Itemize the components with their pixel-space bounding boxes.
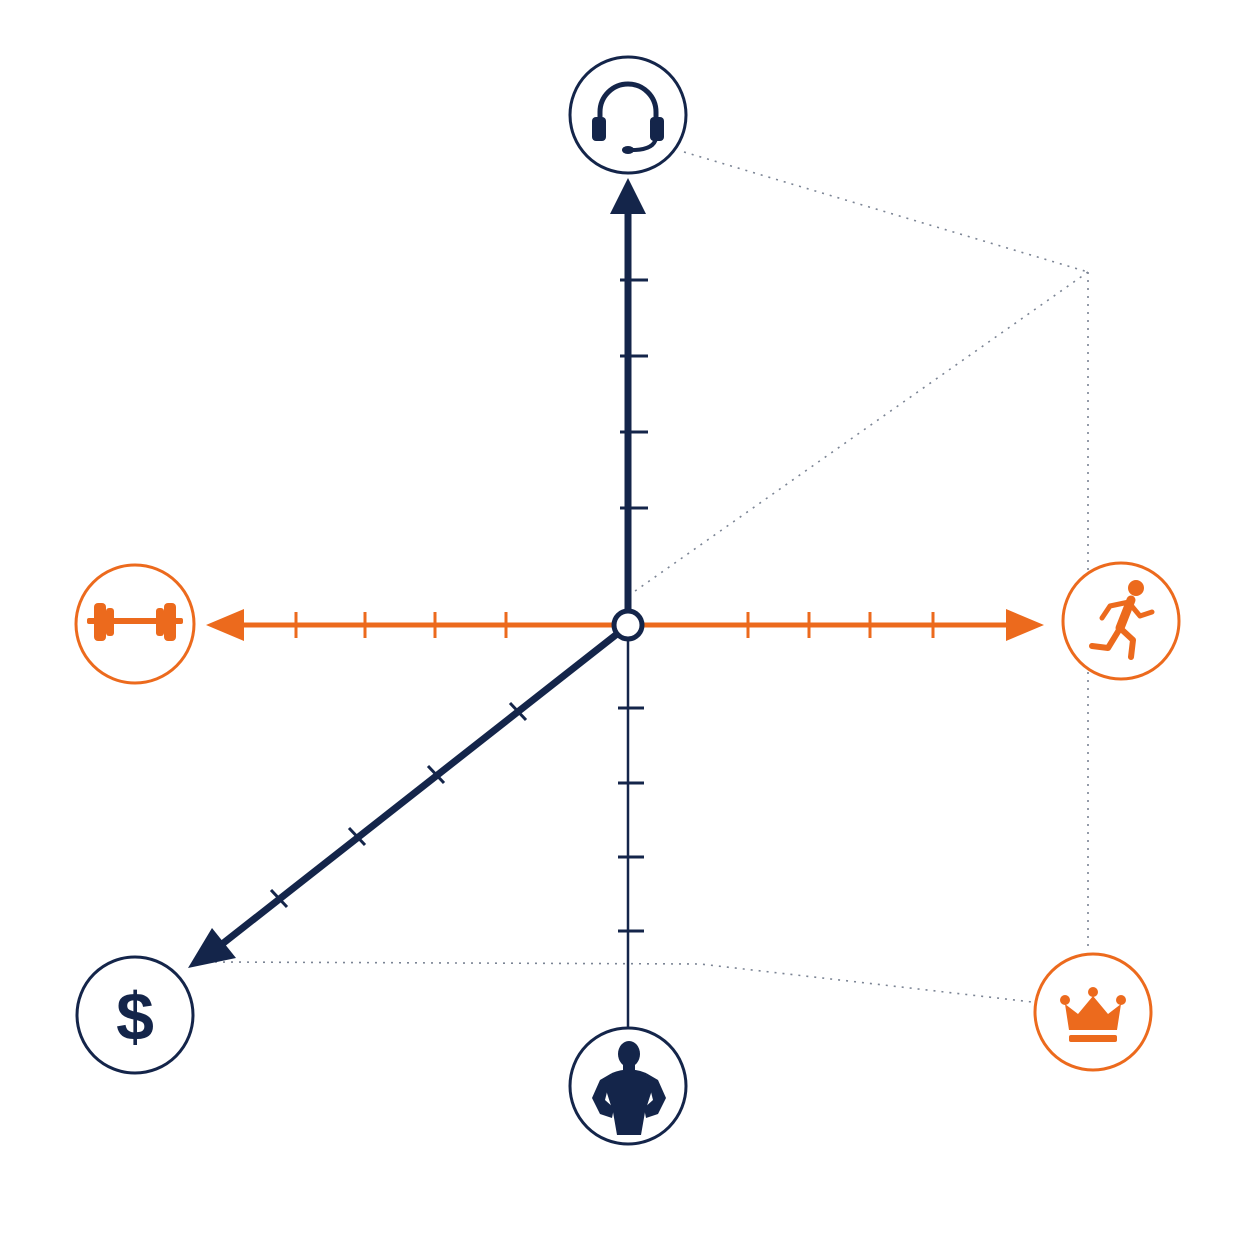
crown-node (1033, 952, 1153, 1072)
dumbbell-icon (87, 603, 183, 641)
tick (426, 764, 446, 785)
headset-icon (592, 81, 664, 154)
connector-headset-to-corner (683, 151, 1089, 273)
node-ring (568, 55, 688, 175)
axis-diagonal (188, 631, 620, 968)
dotted-connectors (214, 151, 1089, 1003)
axis-down-ticks (618, 706, 644, 933)
dollar-icon: $ (116, 979, 154, 1055)
connector-dollar-to-crown (214, 961, 1033, 1003)
node-ring (75, 955, 195, 1075)
axis-horizontal-ticks (294, 612, 935, 638)
axis-right-arrowhead (1006, 609, 1044, 641)
connector-corner-to-origin (627, 271, 1089, 597)
runner-node (1061, 561, 1181, 681)
axis-left-arrowhead (206, 609, 244, 641)
dumbbell-node (74, 563, 196, 685)
tick (269, 888, 289, 909)
dollar-node: $ (75, 955, 195, 1075)
athlete-node (568, 1026, 688, 1146)
tick (347, 826, 367, 847)
axis-horizontal (206, 609, 1044, 641)
athlete-torso-icon (592, 1041, 666, 1135)
crown-icon (1060, 987, 1126, 1042)
tick (508, 701, 528, 722)
axis-up (610, 178, 648, 612)
origin-point (611, 608, 645, 642)
axis-diagonal-line (209, 631, 620, 955)
axis-up-ticks (620, 278, 648, 510)
running-person-icon (1089, 580, 1155, 660)
headset-node (568, 55, 688, 175)
axis-down (618, 638, 644, 1030)
axis-diagonal-arrowhead (188, 928, 236, 968)
axis-diagonal-ticks (269, 701, 528, 909)
axis-up-arrowhead (610, 178, 646, 214)
